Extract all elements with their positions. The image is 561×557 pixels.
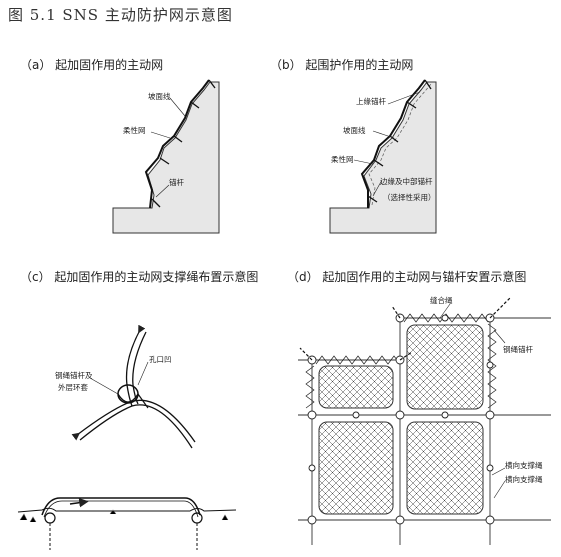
panel-d: 缝合绳 钢绳锚杆 横向支撑绳 横向支撑绳	[298, 295, 551, 545]
label-b-slope: 坡面线	[343, 125, 366, 135]
label-a-anchor: 锚杆	[169, 177, 184, 187]
label-b-top-anchor: 上缘锚杆	[356, 96, 386, 106]
label-c-hole: 孔口凹	[149, 355, 172, 364]
panel-b: 上缘锚杆 坡面线 柔性网 边缘及中部锚杆 （选择性采用）	[329, 79, 437, 234]
caption-b: （b） 起围护作用的主动网	[270, 58, 414, 72]
figure-title: 图 5.1 SNS 主动防护网示意图	[8, 6, 233, 24]
flexible-net-b	[360, 79, 426, 208]
label-d-support-2: 横向支撑绳	[505, 474, 543, 484]
label-b-edge-anchor: 边缘及中部锚杆	[380, 176, 433, 186]
panel-a: 坡面线 柔性网 锚杆	[112, 79, 220, 234]
label-b-flex: 柔性网	[331, 154, 354, 164]
label-c-rope-anchor-1: 钢绳锚杆及	[55, 370, 93, 380]
caption-c: （c） 起加固作用的主动网支撑绳布置示意图	[20, 270, 259, 284]
label-c-rope-anchor-2: 外层环套	[58, 382, 88, 392]
flexible-net-a	[144, 79, 210, 209]
slope-body-a	[112, 81, 220, 234]
anchors-a	[151, 79, 216, 208]
label-a-slope: 坡面线	[148, 91, 171, 101]
label-d-seam: 缝合绳	[430, 295, 453, 305]
label-d-rope-anchor: 钢绳锚杆	[503, 344, 533, 354]
label-b-optional: （选择性采用）	[383, 192, 436, 202]
caption-d: （d） 起加固作用的主动网与锚杆安置示意图	[287, 270, 527, 284]
caption-a: （a） 起加固作用的主动网	[20, 58, 164, 72]
label-d-support-1: 横向支撑绳	[505, 460, 543, 470]
panel-c: 孔口凹 钢绳锚杆及 外层环套	[17, 324, 237, 550]
label-a-flex: 柔性网	[123, 125, 146, 135]
